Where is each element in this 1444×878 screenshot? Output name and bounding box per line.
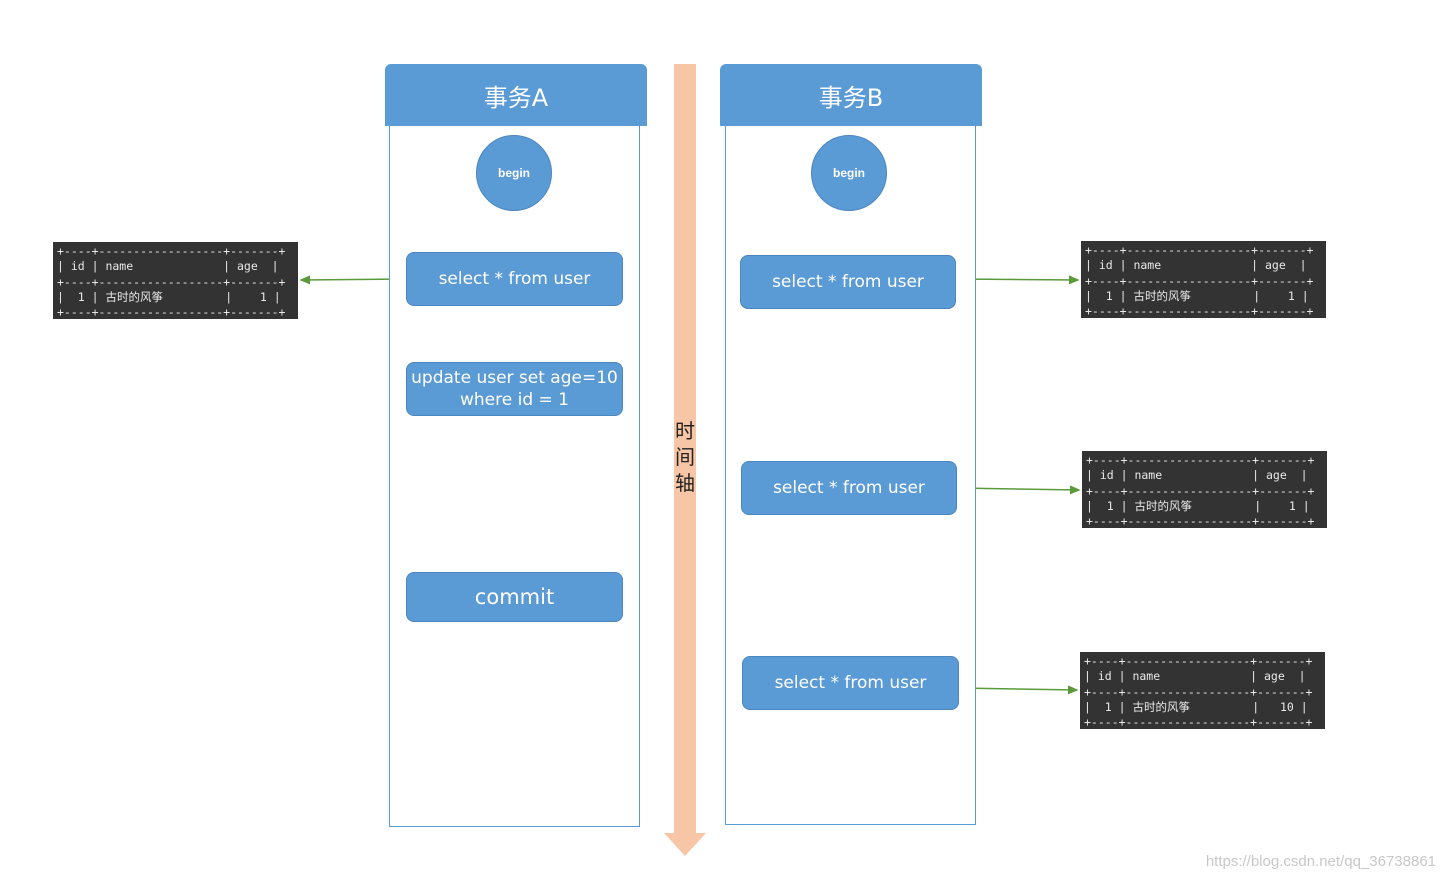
result-border: +----+------------------+-------+ bbox=[1086, 453, 1315, 467]
result-border: +----+------------------+-------+ bbox=[1084, 654, 1313, 668]
lane-b-select-node-2: select * from user bbox=[741, 461, 957, 515]
result-row: | 1 | 古时的风筝 | 1 | bbox=[57, 289, 281, 304]
timeline-label: 时 间 轴 bbox=[673, 418, 697, 496]
lane-a-commit-node: commit bbox=[406, 572, 623, 622]
result-border: +----+------------------+-------+ bbox=[1085, 273, 1314, 288]
result-border: +----+------------------+-------+ bbox=[1084, 715, 1313, 730]
result-table-a: +----+------------------+-------+ | id |… bbox=[53, 242, 298, 319]
lane-a-update-node: update user set age=10 where id = 1 bbox=[406, 362, 623, 416]
lane-a-select-node: select * from user bbox=[406, 252, 623, 306]
lane-b-begin-node: begin bbox=[811, 135, 887, 211]
result-border: +----+------------------+-------+ bbox=[1086, 483, 1315, 498]
result-border: +----+------------------+-------+ bbox=[1084, 684, 1313, 699]
result-table-b1: +----+------------------+-------+ | id |… bbox=[1081, 241, 1326, 318]
lane-b-select-node-1: select * from user bbox=[740, 255, 956, 309]
watermark: https://blog.csdn.net/qq_36738861 bbox=[1205, 853, 1436, 870]
timeline-arrow bbox=[664, 64, 706, 856]
result-row: | 1 | 古时的风筝 | 1 | bbox=[1086, 498, 1310, 513]
result-border: +----+------------------+-------+ bbox=[1085, 304, 1314, 319]
lane-a-update-line2: where id = 1 bbox=[460, 390, 569, 410]
timeline-label-text: 时 间 轴 bbox=[675, 419, 695, 495]
lane-b-select-node-3: select * from user bbox=[742, 656, 959, 710]
result-table-b3: +----+------------------+-------+ | id |… bbox=[1080, 652, 1325, 729]
result-border: +----+------------------+-------+ bbox=[57, 305, 286, 320]
result-header: | id | name | age | bbox=[1085, 258, 1307, 273]
lane-a-begin-node: begin bbox=[476, 135, 552, 211]
result-border: +----+------------------+-------+ bbox=[1085, 243, 1314, 257]
lane-b-title: 事务B bbox=[720, 64, 982, 126]
result-arrow-a bbox=[299, 275, 407, 285]
result-border: +----+------------------+-------+ bbox=[57, 244, 286, 258]
result-table-b2: +----+------------------+-------+ | id |… bbox=[1082, 451, 1327, 528]
result-row: | 1 | 古时的风筝 | 10 | bbox=[1084, 699, 1308, 714]
result-border: +----+------------------+-------+ bbox=[1086, 514, 1315, 529]
result-border: +----+------------------+-------+ bbox=[57, 274, 286, 289]
result-header: | id | name | age | bbox=[1084, 669, 1306, 684]
result-header: | id | name | age | bbox=[57, 259, 279, 274]
lane-a-update-line1: update user set age=10 bbox=[411, 368, 618, 388]
lane-transaction-a bbox=[389, 120, 640, 827]
result-arrow-b1 bbox=[955, 275, 1080, 285]
result-arrow-b3 bbox=[958, 685, 1079, 695]
result-header: | id | name | age | bbox=[1086, 468, 1308, 483]
result-row: | 1 | 古时的风筝 | 1 | bbox=[1085, 288, 1309, 303]
result-arrow-b2 bbox=[956, 485, 1081, 495]
lane-a-title: 事务A bbox=[385, 64, 647, 126]
